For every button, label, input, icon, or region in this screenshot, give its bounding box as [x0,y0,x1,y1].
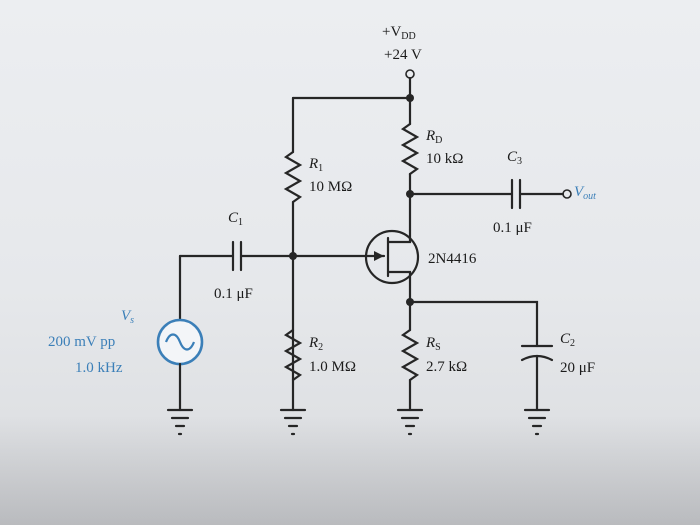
c1-label: C1 [228,210,243,228]
vdd-label: +VDD [382,24,416,42]
resistor-rs [400,328,420,382]
rs-value: 2.7 kΩ [426,359,467,375]
resistor-rd [400,122,420,176]
resistor-r2 [283,328,303,382]
jfet-source-lead [386,270,412,304]
ground-r2 [279,408,307,436]
c2-value: 20 μF [560,360,595,376]
vout-label: Vout [574,184,596,202]
rd-value: 10 kΩ [426,151,463,167]
wire-to-c2 [408,300,539,348]
photo-shadow [0,415,700,525]
ground-c2 [523,408,551,436]
source-amplitude: 200 mV pp [48,334,115,350]
ground-rs [396,408,424,436]
c2-label: C2 [560,331,575,349]
vs-label: Vs [121,308,134,326]
rd-label: RD [425,128,442,146]
transistor-label: 2N4416 [428,251,477,267]
vout-terminal [562,189,572,199]
r2-label: R2 [308,335,323,353]
resistor-r1 [283,150,303,204]
jfet-drain-lead [386,228,412,244]
ground-source [166,408,194,436]
source-frequency: 1.0 kHz [75,360,123,376]
rs-label: RS [425,335,441,353]
vdd-value: +24 V [384,47,422,63]
r2-value: 1.0 MΩ [309,359,356,375]
r1-value: 10 MΩ [309,179,352,195]
c3-label: C3 [507,149,522,167]
gate-arrow [374,251,384,261]
vdd-terminal [405,69,415,79]
r1-label: R1 [308,156,323,174]
c3-value: 0.1 μF [493,220,532,236]
c1-value: 0.1 μF [214,286,253,302]
sine-wave-icon [164,333,196,351]
